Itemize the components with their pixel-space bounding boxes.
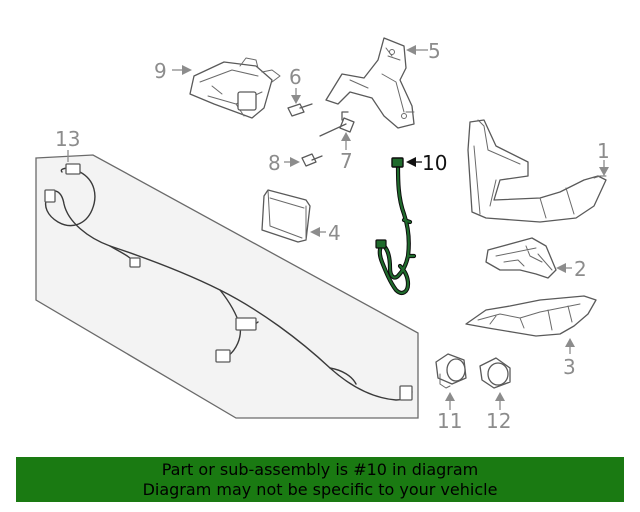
callout-11-arrow — [445, 392, 455, 401]
part-3-lower-bracket: 3 — [465, 295, 597, 379]
module-details — [267, 189, 307, 241]
screw-7 — [319, 111, 355, 137]
part-5-bracket: 5 — [325, 37, 441, 129]
callout-7-arrow — [341, 132, 351, 141]
callout-13: 13 — [55, 127, 80, 151]
banner-line-2: Diagram may not be specific to your vehi… — [142, 480, 498, 499]
harness-connector-lower — [215, 349, 231, 363]
part-1-bumper-bracket: 1 — [467, 119, 610, 223]
part-13-wiring-harness: 13 — [35, 127, 419, 419]
part-12-retainer: 12 — [479, 357, 511, 433]
part-9-sensor-housing: 9 — [154, 57, 281, 119]
part-10-sensor-wire: 10 — [375, 151, 447, 295]
harness-connector-left — [44, 189, 56, 203]
callout-11: 11 — [437, 409, 462, 433]
part-11-sensor: 11 — [435, 353, 467, 433]
callout-2-arrow — [556, 263, 566, 273]
callout-6: 6 — [289, 65, 302, 89]
lower-bracket-details — [477, 303, 581, 331]
bumper-bracket-body — [467, 119, 607, 223]
info-banner: Part or sub-assembly is #10 in diagram D… — [16, 457, 624, 502]
wire-10-connector — [391, 157, 404, 168]
bumper-bracket-details — [473, 119, 607, 219]
wire-10-plug — [375, 239, 387, 249]
callout-6-arrow — [291, 95, 301, 104]
bracket-hole-2 — [401, 113, 407, 119]
callout-7: 7 — [340, 149, 353, 173]
banner-line-1: Part or sub-assembly is #10 in diagram — [161, 460, 479, 479]
callout-1: 1 — [597, 139, 610, 163]
callout-4-arrow — [310, 227, 320, 237]
harness-connector-end — [399, 385, 413, 401]
bracket-body — [325, 37, 415, 129]
screw-8 — [301, 153, 323, 167]
callout-12: 12 — [486, 409, 511, 433]
callout-9-arrow — [182, 65, 192, 75]
bracket-hole-1 — [389, 49, 395, 55]
housing-port — [237, 91, 257, 111]
sensor-11-face — [446, 358, 466, 382]
callout-3-arrow — [565, 338, 575, 347]
wire-10-outline — [377, 163, 417, 295]
mount-bracket-body — [485, 237, 557, 279]
part-4-module: 4 — [261, 189, 341, 245]
callout-10-arrow — [406, 157, 416, 167]
part-7-screw: 7 — [319, 111, 355, 173]
callout-5: 5 — [428, 39, 441, 63]
lower-bracket-body — [465, 295, 597, 337]
callout-9: 9 — [154, 59, 167, 83]
bolt-6 — [287, 103, 313, 117]
callout-8-arrow — [290, 157, 300, 167]
harness-panel — [35, 154, 419, 419]
harness-connector-center — [235, 317, 257, 331]
callout-8: 8 — [268, 151, 281, 175]
part-2-mounting-bracket: 2 — [485, 237, 587, 281]
harness-connector-top — [65, 163, 81, 175]
callout-4: 4 — [328, 221, 341, 245]
callout-3: 3 — [563, 355, 576, 379]
callout-1-arrow — [599, 167, 609, 176]
wire-10-fill — [378, 164, 416, 294]
retainer-12-face — [487, 362, 509, 386]
mount-bracket-details — [495, 245, 553, 271]
callout-5-arrow — [406, 45, 416, 55]
harness-connector-mid — [129, 257, 141, 268]
callout-2: 2 — [574, 257, 587, 281]
part-8-screw: 8 — [268, 151, 323, 175]
callout-12-arrow — [495, 392, 505, 401]
part-6-bolt: 6 — [287, 65, 313, 117]
module-body — [261, 189, 311, 243]
harness-wire-main — [44, 167, 413, 401]
callout-10: 10 — [422, 151, 447, 175]
sensor-11-details — [439, 373, 451, 389]
